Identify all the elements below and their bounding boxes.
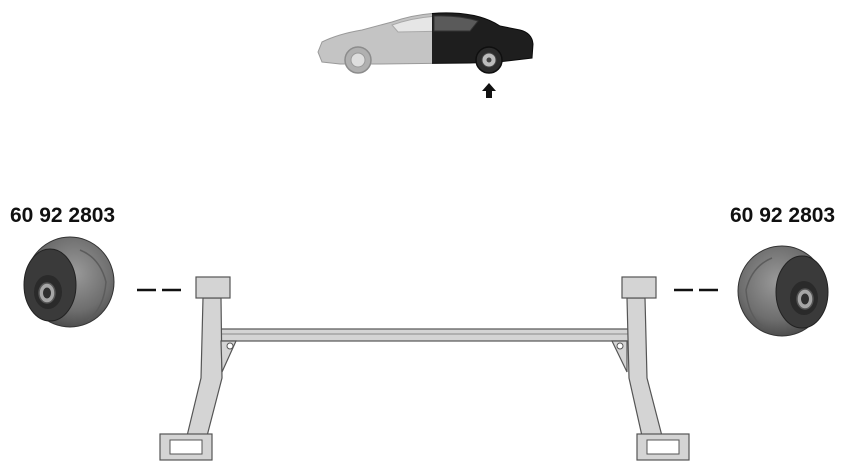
right-bushing-image xyxy=(738,246,828,336)
rear-axle-subframe xyxy=(160,277,689,460)
subframe-right-leg xyxy=(627,298,662,436)
subframe-crossbar xyxy=(218,329,630,341)
subframe-left-leg xyxy=(187,298,222,436)
subframe-left-mount xyxy=(196,277,230,298)
left-bushing-image xyxy=(24,237,114,327)
left-part-number: 60 92 2803 xyxy=(10,205,115,226)
up-arrow-icon xyxy=(482,83,496,98)
car-rear-axle-indicator-icon xyxy=(318,13,533,98)
subframe-right-mount xyxy=(622,277,656,298)
right-part-number: 60 92 2803 xyxy=(730,205,835,226)
